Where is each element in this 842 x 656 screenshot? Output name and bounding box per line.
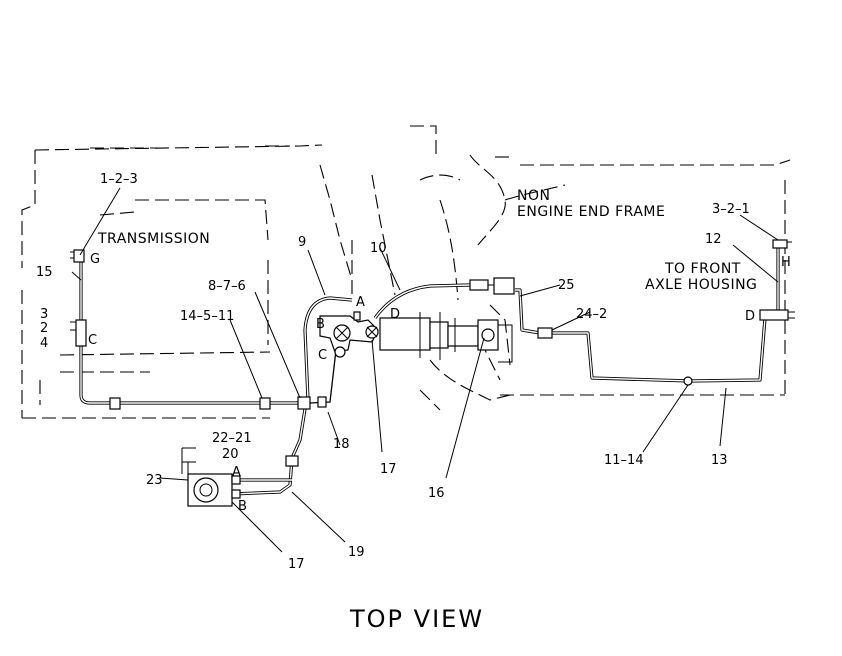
callout-18: 18 [333,437,350,452]
diagram-title: TOP VIEW [349,605,484,633]
label-axle-line1: TO FRONT [664,261,741,277]
callout-24-2: 24–2 [576,307,607,322]
fitting-24[interactable] [537,327,553,339]
callout-9: 9 [298,235,306,250]
clip-11-14[interactable] [683,376,693,386]
label-transmission: TRANSMISSION [97,231,210,247]
port-g: G [90,252,100,267]
callout-4: 4 [40,336,48,351]
callout-19: 19 [348,545,365,560]
callout-2: 2 [40,321,48,336]
actuator[interactable] [379,317,431,351]
callout-12: 12 [705,232,722,247]
port-b-pump: B [238,499,247,514]
label-axle-line2: AXLE HOUSING [645,277,757,293]
callout-23: 23 [146,473,163,488]
port-c-left: C [88,333,97,348]
callout-3: 3 [40,307,48,322]
components [70,239,795,507]
callout-15: 15 [36,265,53,280]
leader-lines [71,187,779,553]
callout-17-lower: 17 [288,557,305,572]
label-frame-line1: NON [517,188,550,204]
port-a-valve: A [356,295,365,310]
clip-8-7-6[interactable] [297,396,311,410]
fitting-10[interactable] [469,279,489,291]
port-a-pump: A [232,465,241,480]
callout-16: 16 [428,486,445,501]
callout-11-14: 11–14 [604,453,644,468]
callout-17-upper: 17 [380,462,397,477]
frame-outlines [21,125,791,419]
clip-14-5-11[interactable] [259,397,271,410]
fitting-h[interactable] [772,239,788,249]
port-h: H [781,255,791,270]
tube-24[interactable] [552,317,767,383]
callout-22-21: 22–21 [212,431,252,446]
clip-left[interactable] [109,397,121,410]
label-frame-line2: ENGINE END FRAME [517,204,665,220]
callout-13: 13 [711,453,728,468]
port-d-right: D [745,309,755,324]
callout-3-2-1: 3–2–1 [712,202,750,217]
port-d-valve: D [390,307,400,322]
callout-8-7-6: 8–7–6 [208,279,246,294]
fitting-g[interactable] [73,249,85,263]
port-b-valve: B [316,317,325,332]
fitting-d-right[interactable] [759,309,789,321]
valve-c-left[interactable] [75,319,87,347]
callout-20: 20 [222,447,239,462]
callout-10: 10 [370,241,387,256]
tube-15[interactable] [79,260,300,405]
tube-25[interactable] [515,288,541,335]
hydraulic-tubes [79,245,780,496]
port-c-valve: C [318,348,327,363]
callout-25: 25 [558,278,575,293]
callout-14-5-11: 14–5–11 [180,309,234,324]
callout-1-2-3: 1–2–3 [100,172,138,187]
